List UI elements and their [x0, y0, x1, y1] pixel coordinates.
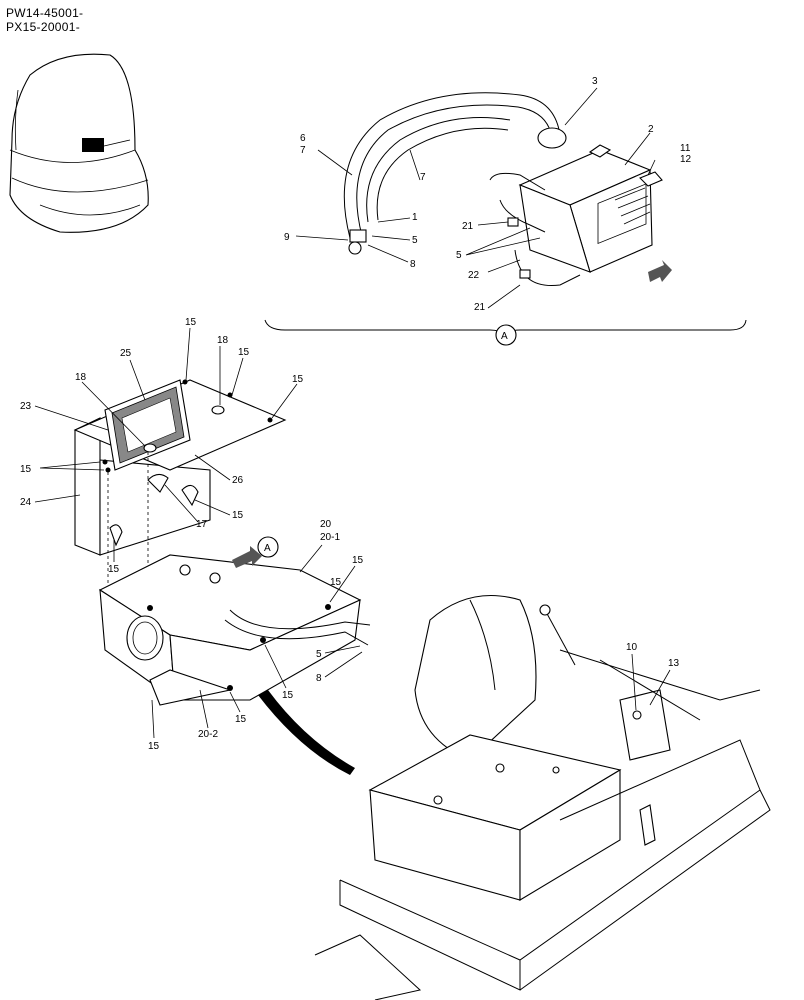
- callout-15-g: 15: [352, 555, 364, 566]
- detail-a-marker-circle: [495, 324, 517, 346]
- detail-a-heater-assembly: [264, 87, 747, 346]
- callout-22: 22: [468, 270, 480, 281]
- callout-15-h: 15: [282, 690, 294, 701]
- callout-11: 11: [680, 143, 691, 154]
- filter-cover-assembly: [73, 379, 287, 608]
- callout-5-upper: 5: [412, 235, 418, 246]
- callout-15-e: 15: [232, 510, 244, 521]
- callout-24: 24: [20, 497, 32, 508]
- callout-15-i: 15: [235, 714, 247, 725]
- serial-range-1: PW14-45001-: [6, 6, 84, 20]
- callout-15-a: 15: [185, 317, 197, 328]
- callout-7-left: 7: [300, 145, 306, 156]
- callout-12: 12: [680, 154, 692, 165]
- callout-21-upper: 21: [462, 221, 474, 232]
- install-location-arrow: [258, 690, 355, 775]
- callout-5-lower: 5: [316, 649, 322, 660]
- callout-1: 1: [412, 212, 418, 223]
- cab-locator-thumbnail: [9, 53, 149, 233]
- callout-15-f: 15: [108, 564, 120, 575]
- heater-location-marker: [82, 138, 104, 152]
- callout-20: 20: [320, 519, 332, 530]
- callout-3: 3: [592, 76, 598, 87]
- callout-13: 13: [668, 658, 680, 669]
- callout-18-upper: 18: [217, 335, 229, 346]
- callout-20-1: 20-1: [320, 532, 340, 543]
- callout-5-mid: 5: [456, 250, 462, 261]
- callout-6: 6: [300, 133, 306, 144]
- callout-26: 26: [232, 475, 244, 486]
- callout-17: 17: [196, 519, 208, 530]
- callout-21-lower: 21: [474, 302, 486, 313]
- callout-15-j: 15: [148, 741, 160, 752]
- callout-15-c: 15: [292, 374, 304, 385]
- callout-25: 25: [120, 348, 132, 359]
- view-arrow-letter: A: [264, 543, 271, 554]
- callout-20-2: 20-2: [198, 729, 218, 740]
- serial-range-2: PX15-20001-: [6, 20, 81, 34]
- callout-15-d: 15: [20, 464, 32, 475]
- callout-10: 10: [626, 642, 638, 653]
- machine-frame-view: [314, 594, 771, 1000]
- callout-18-lower: 18: [75, 372, 87, 383]
- callout-23: 23: [20, 401, 32, 412]
- callout-8-lower: 8: [316, 673, 322, 684]
- callout-7-right: 7: [420, 172, 426, 183]
- detail-a-letter: A: [501, 331, 508, 342]
- screw-10: [632, 710, 642, 720]
- callout-9: 9: [284, 232, 290, 243]
- callout-8-upper: 8: [410, 259, 416, 270]
- callout-15-b: 15: [238, 347, 250, 358]
- callout-15-k: 15: [330, 577, 342, 588]
- heater-housing-assembly: [98, 536, 371, 706]
- callout-2: 2: [648, 124, 654, 135]
